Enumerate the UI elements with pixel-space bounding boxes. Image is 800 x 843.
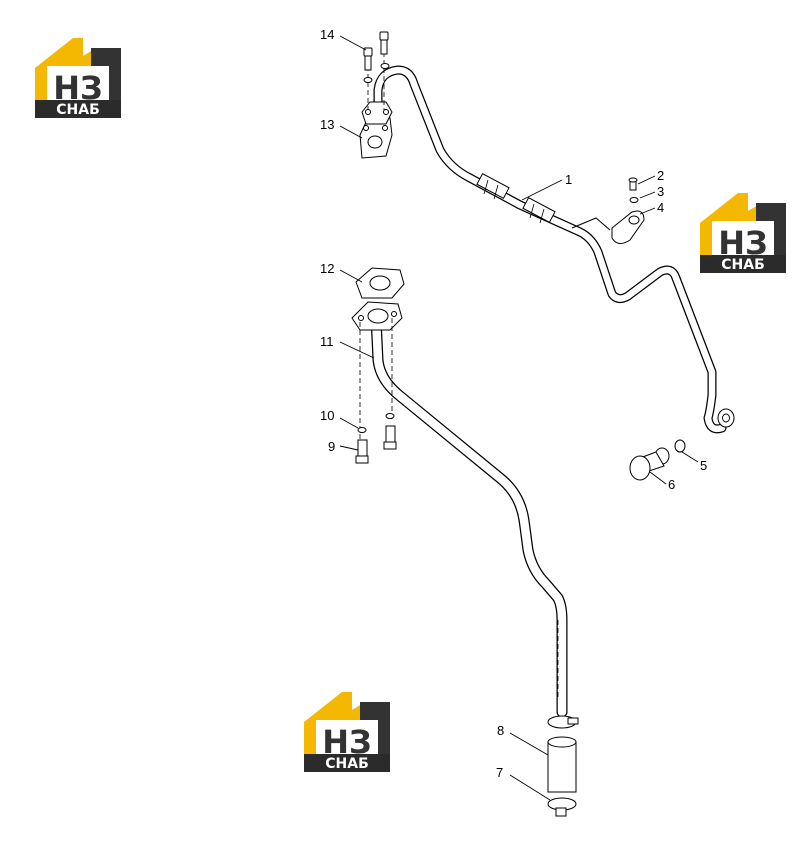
watermark-logo-right: НЗ СНАБ [700, 193, 786, 273]
callout-label: 13 [320, 117, 334, 132]
callout-12: 12 [320, 261, 363, 283]
hose-assembly [547, 715, 579, 817]
callout-label: 9 [328, 439, 335, 454]
return-flange [351, 267, 405, 331]
banjo-bolt [629, 439, 686, 481]
callout-label: 3 [657, 184, 664, 199]
logo-small-text: СНАБ [325, 756, 369, 772]
callout-14: 14 [320, 27, 367, 51]
callout-9: 9 [328, 439, 359, 454]
callout-10: 10 [320, 408, 359, 429]
oil-feed-pipe [373, 65, 735, 434]
callout-11: 11 [320, 334, 375, 359]
logo-small-text: СНАБ [721, 257, 765, 273]
callout-1: 1 [521, 172, 572, 201]
watermark-logo-bottom: НЗ СНАБ [304, 692, 390, 772]
watermark-logo-top-left: НЗ СНАБ [35, 38, 121, 118]
callout-8: 8 [497, 723, 549, 756]
oil-return-pipe [370, 312, 568, 718]
callout-label: 5 [700, 458, 707, 473]
pipe-clamp [611, 177, 645, 244]
logo-small-text: СНАБ [56, 102, 100, 118]
callout-2: 2 [637, 168, 664, 185]
callout-label: 8 [497, 723, 504, 738]
callout-label: 14 [320, 27, 334, 42]
return-flange-bolts [355, 318, 397, 464]
callout-label: 11 [320, 334, 334, 349]
callout-label: 7 [496, 765, 503, 780]
callout-label: 2 [657, 168, 664, 183]
top-flange [359, 101, 393, 159]
callout-label: 10 [320, 408, 334, 423]
callout-label: 12 [320, 261, 334, 276]
callout-label: 4 [657, 200, 664, 215]
callout-label: 6 [668, 477, 675, 492]
callout-6: 6 [649, 471, 675, 492]
callout-label: 1 [565, 172, 572, 187]
callout-7: 7 [496, 765, 551, 801]
callout-3: 3 [639, 184, 664, 199]
callout-13: 13 [320, 117, 363, 139]
callout-5: 5 [681, 451, 707, 473]
callout-4: 4 [639, 200, 664, 215]
